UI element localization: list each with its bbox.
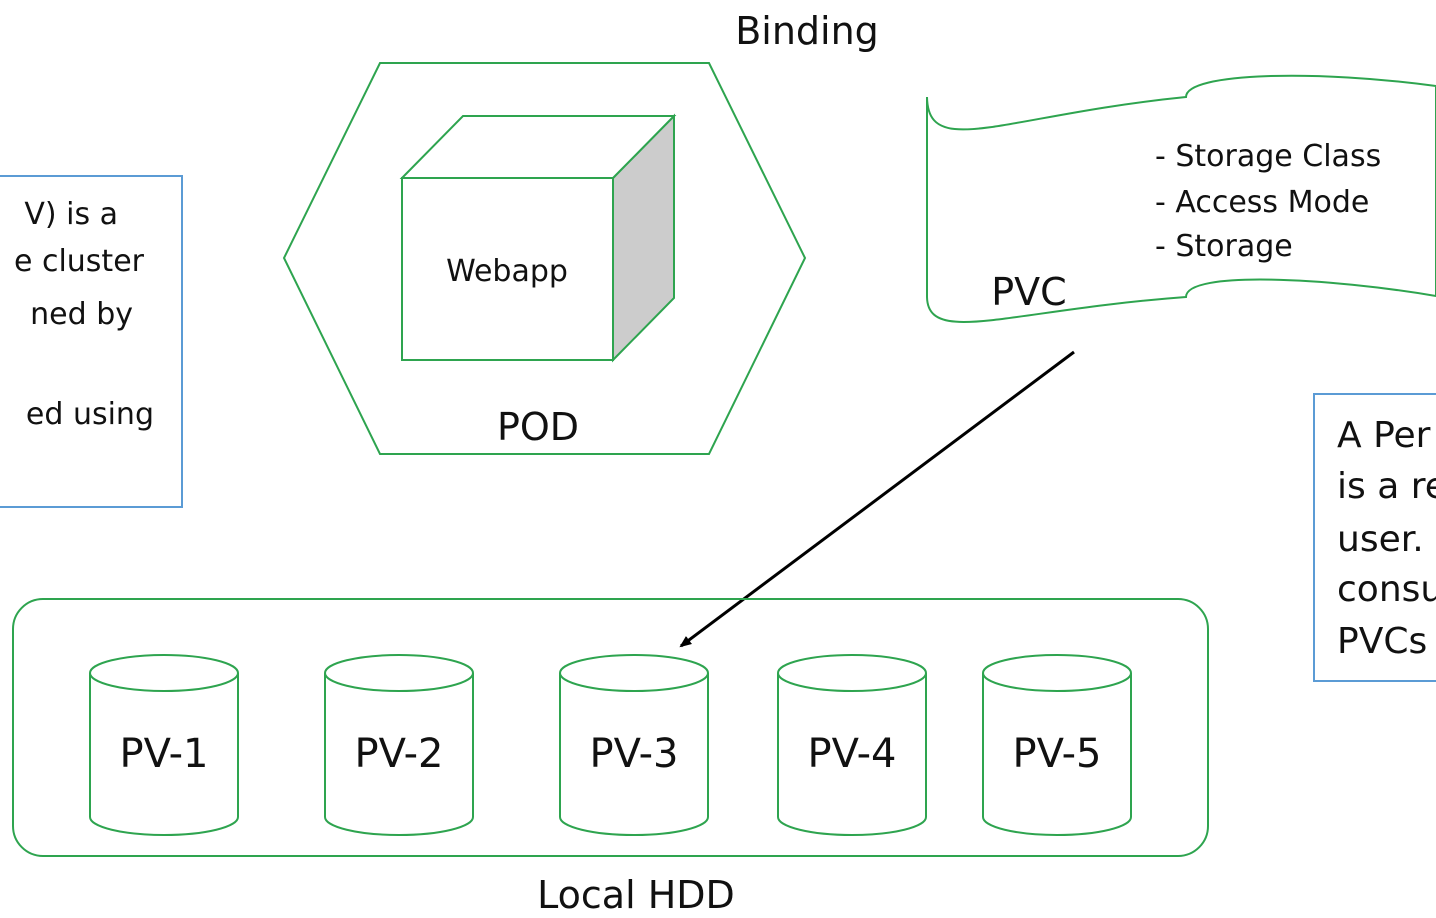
note-line: V) is a: [24, 197, 118, 232]
diagram-title: Binding: [735, 9, 879, 53]
pv-cylinder: PV-4: [777, 654, 927, 836]
pv-cylinder: PV-3: [559, 654, 709, 836]
local-hdd-box: [12, 598, 1209, 857]
note-line: e cluster: [13, 244, 144, 279]
note-line: user.: [1337, 519, 1424, 560]
webapp-container-box: [401, 177, 614, 361]
pv-cylinder: PV-2: [324, 654, 474, 836]
pvc-property: - Storage Class: [1155, 139, 1381, 174]
note-line: PVCs: [1337, 621, 1428, 662]
pv-label: PV-3: [589, 731, 678, 777]
note-line: ed using: [25, 397, 154, 432]
binding-arrow: [679, 350, 1075, 648]
local-hdd-label: Local HDD: [537, 873, 735, 917]
pv-cylinder: PV-5: [982, 654, 1132, 836]
pvc-property: - Storage: [1155, 229, 1293, 264]
pod-group: Webapp POD: [282, 62, 807, 455]
pv-label: PV-1: [119, 731, 208, 777]
pv-label: PV-4: [807, 731, 896, 777]
pvc-label: PVC: [991, 270, 1066, 314]
pvc-description-note: A Per is a re user. consu PVCs: [1313, 393, 1436, 682]
pv-cylinder: PV-1: [89, 654, 239, 836]
note-line: A Per: [1337, 415, 1431, 456]
note-line: is a re: [1337, 466, 1436, 507]
local-hdd-group: Local HDD: [12, 598, 1209, 917]
pvc-group: - Storage Class - Access Mode - Storage …: [926, 74, 1436, 323]
note-line: consu: [1337, 569, 1436, 610]
note-line: ned by: [30, 297, 133, 332]
pv-label: PV-5: [1012, 731, 1101, 777]
pv-description-note: V) is a e cluster ned by ed using: [0, 175, 183, 508]
webapp-label: Webapp: [446, 254, 568, 289]
pvc-shape: [926, 74, 1436, 323]
pod-label: POD: [497, 405, 579, 449]
pv-label: PV-2: [354, 731, 443, 777]
pvc-property: - Access Mode: [1155, 185, 1369, 220]
